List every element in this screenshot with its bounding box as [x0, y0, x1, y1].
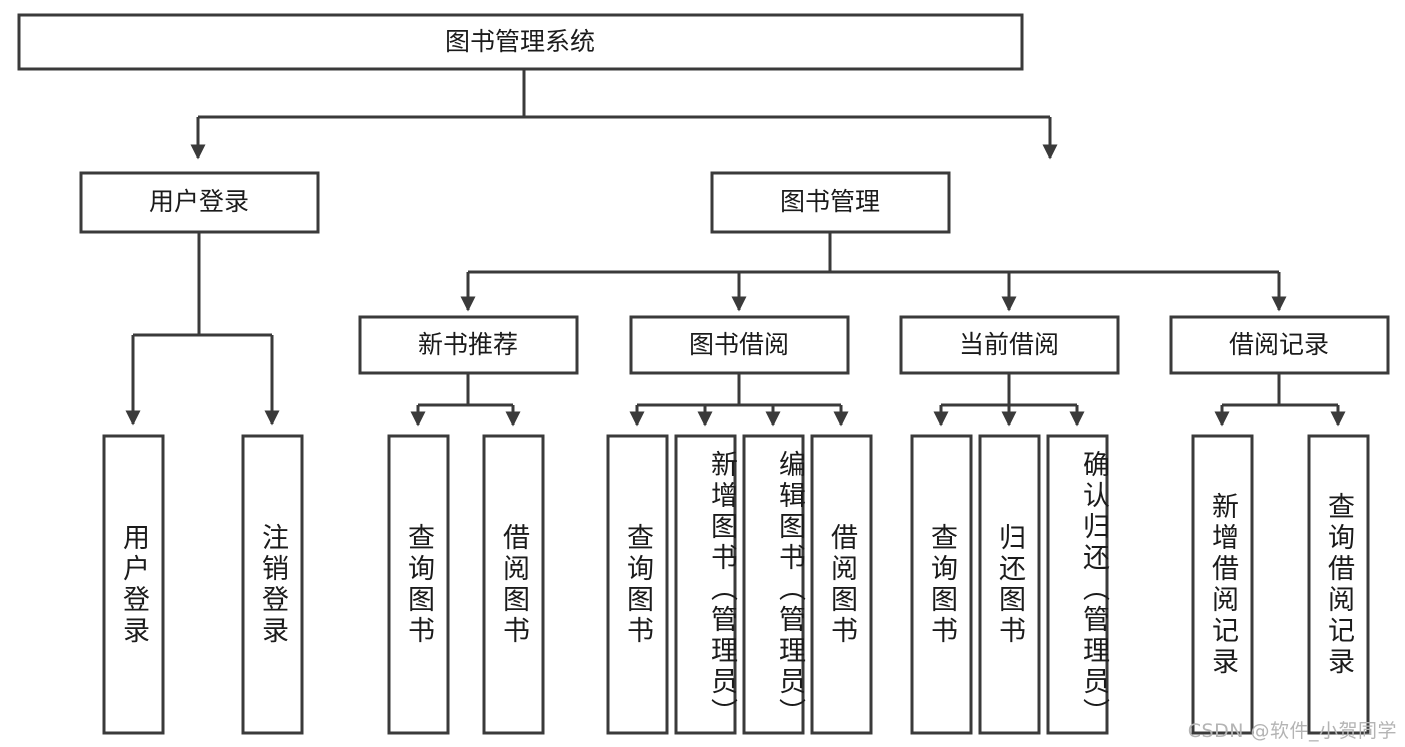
- leaf-box-current-borrow-3[interactable]: [1046, 434, 1109, 735]
- leaf-box-user-login-1[interactable]: [102, 434, 165, 735]
- leaf-box-book-borrow-3[interactable]: [742, 434, 805, 735]
- leaf-box-current-borrow-1[interactable]: [910, 434, 973, 735]
- node-book-management-label: 图书管理: [780, 187, 880, 216]
- node-new-book-recommend-box[interactable]: [358, 315, 579, 375]
- leaf-box-new-book-2[interactable]: [482, 434, 545, 735]
- leaf-box-user-login-2[interactable]: [241, 434, 304, 735]
- leaf-box-borrow-records-1[interactable]: [1191, 434, 1254, 735]
- leaf-box-book-borrow-4[interactable]: [810, 434, 873, 735]
- node-user-login-label: 用户登录: [149, 187, 249, 216]
- node-book-borrow-label: 图书借阅: [689, 330, 789, 359]
- leaf-box-book-borrow-2[interactable]: [674, 434, 737, 735]
- leaf-box-borrow-records-2[interactable]: [1307, 434, 1370, 735]
- node-borrow-records-box[interactable]: [1169, 315, 1390, 375]
- node-root-label: 图书管理系统: [445, 27, 595, 56]
- leaf-box-new-book-1[interactable]: [387, 434, 450, 735]
- node-current-borrow-label: 当前借阅: [959, 330, 1059, 359]
- csdn-watermark: CSDN @软件_小贺同学: [1187, 720, 1397, 742]
- leaf-box-current-borrow-2[interactable]: [978, 434, 1041, 735]
- node-book-borrow-box[interactable]: [629, 315, 850, 375]
- node-borrow-records-label: 借阅记录: [1229, 330, 1329, 359]
- leaf-box-book-borrow-1[interactable]: [606, 434, 669, 735]
- node-root-box[interactable]: [17, 13, 1024, 71]
- node-current-borrow-box[interactable]: [899, 315, 1120, 375]
- node-book-management-box[interactable]: [710, 171, 951, 234]
- node-new-book-recommend-label: 新书推荐: [418, 330, 518, 359]
